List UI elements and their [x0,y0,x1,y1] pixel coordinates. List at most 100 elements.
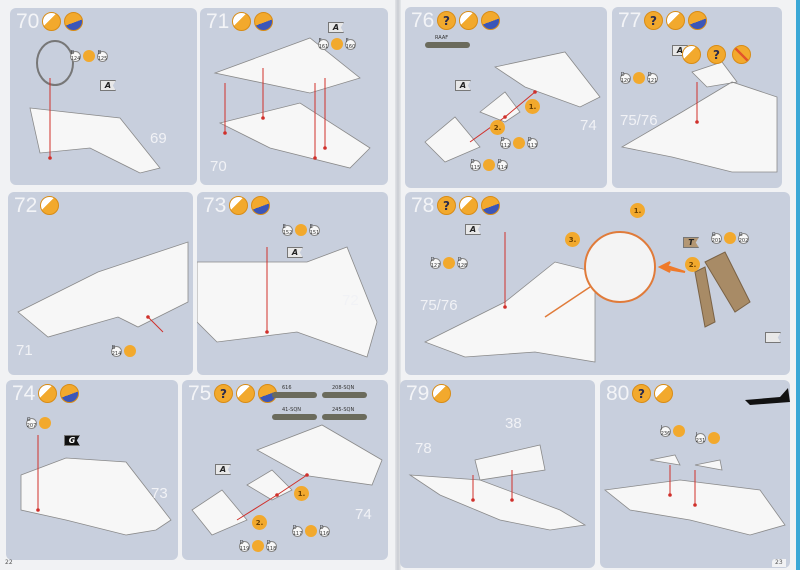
arrow-head [323,146,327,150]
part-number: D 113 [527,137,538,149]
paint-icon [459,11,478,30]
aircraft-part-outline [197,246,378,358]
part-reference: D 112 D 113 [500,137,538,149]
arrow-head [668,493,672,497]
reference-step-number: 72 [342,292,359,309]
question-icon: ? [437,11,456,30]
aircraft-drawing [604,388,790,536]
part-reference: D 115 D 114 [470,159,508,171]
glue-icon [124,345,136,357]
sub-step-badge: 2. [685,257,700,272]
paint-icon [459,196,478,215]
paint-icon [236,384,255,403]
aircraft-part-outline [213,37,371,169]
aircraft-drawing [197,246,378,358]
reference-step-number: 69 [150,130,167,147]
step-icons [40,196,59,215]
assembly-arrow [147,316,164,333]
part-number: D 118 [266,540,277,552]
page-edge-strip [796,0,800,570]
reference-step-number: 70 [210,158,227,175]
aircraft-drawing [424,231,751,363]
glue-icon [513,137,525,149]
arrow-head [695,120,699,124]
reference-step-number: 75/76 [420,297,458,314]
part-number: D 112 [500,137,511,149]
aircraft-part-outline [408,444,587,531]
part-number: D 120 [620,72,631,84]
paint-icon [229,196,248,215]
page-number-right: 23 [772,559,786,567]
marking-aircraft-thumbnail [322,414,367,420]
aircraft-part-outline [620,61,778,173]
part-number: D 121 [647,72,658,84]
reference-step-number: 71 [16,342,33,359]
part-number: D 128 [457,257,468,269]
canopy-frame-part [36,40,74,86]
glue-icon [83,50,95,62]
part-number: D 117 [292,525,303,537]
step-number: 73 [203,194,227,217]
arrow-head [36,508,40,512]
aircraft-part-outline [191,424,383,536]
arrow-head [48,156,52,160]
glue-icon [252,540,264,552]
assembly-arrow [236,494,278,521]
step-icons [42,12,83,31]
step-number: 78 [411,194,435,217]
marking-aircraft-thumbnail [322,392,367,398]
paint-icon [40,196,59,215]
sub-step-badge: 1. [630,203,645,218]
marking-option-label: 208-SQN [332,385,355,391]
reference-step-number: 74 [580,117,597,134]
part-number: G 207 [26,417,37,429]
arrow-head [265,330,269,334]
marking-aircraft-thumbnail [425,42,470,48]
step-number: 74 [12,382,36,405]
part-number: D 119 [239,540,250,552]
step-icons: ? [632,384,673,403]
step-icons [38,384,79,403]
aircraft-part-outline [424,51,601,163]
brush-paint-icon [60,384,79,403]
orange-arrow-icon [657,261,686,273]
paint-icon [654,384,673,403]
part-number: F 160 [345,38,356,50]
aircraft-part-outline [424,261,596,363]
sub-step-badge: 2. [490,120,505,135]
part-number: J 236 [660,425,671,437]
assembly-arrow [276,474,308,496]
sub-step-badge: 1. [525,99,540,114]
part-number: D 114 [497,159,508,171]
part-number: B 124 [70,50,81,62]
reference-step-number: 73 [151,485,168,502]
aircraft-drawing [20,435,172,536]
step-number: 70 [16,10,40,33]
marking-aircraft-thumbnail [272,392,317,398]
part-number: E 151 [309,224,320,236]
part-number: D 116 [319,525,330,537]
step-number: 71 [206,10,230,33]
part-reference: D 127 D 128 [430,257,468,269]
step-number: 72 [14,194,38,217]
aircraft-drawing [620,61,778,173]
glue-icon [673,425,685,437]
part-number: D 115 [470,159,481,171]
arrow-head [503,305,507,309]
brush-paint-icon [481,11,500,30]
paint-icon [232,12,251,31]
aircraft-part-outline [17,241,189,338]
part-reference: D 117 D 116 [292,525,330,537]
part-number: D 127 [430,257,441,269]
marking-option-label: 616 [282,385,292,391]
assembly-arrow [504,91,536,118]
marking-aircraft-thumbnail [272,414,317,420]
part-reference: J 231 [695,432,720,444]
